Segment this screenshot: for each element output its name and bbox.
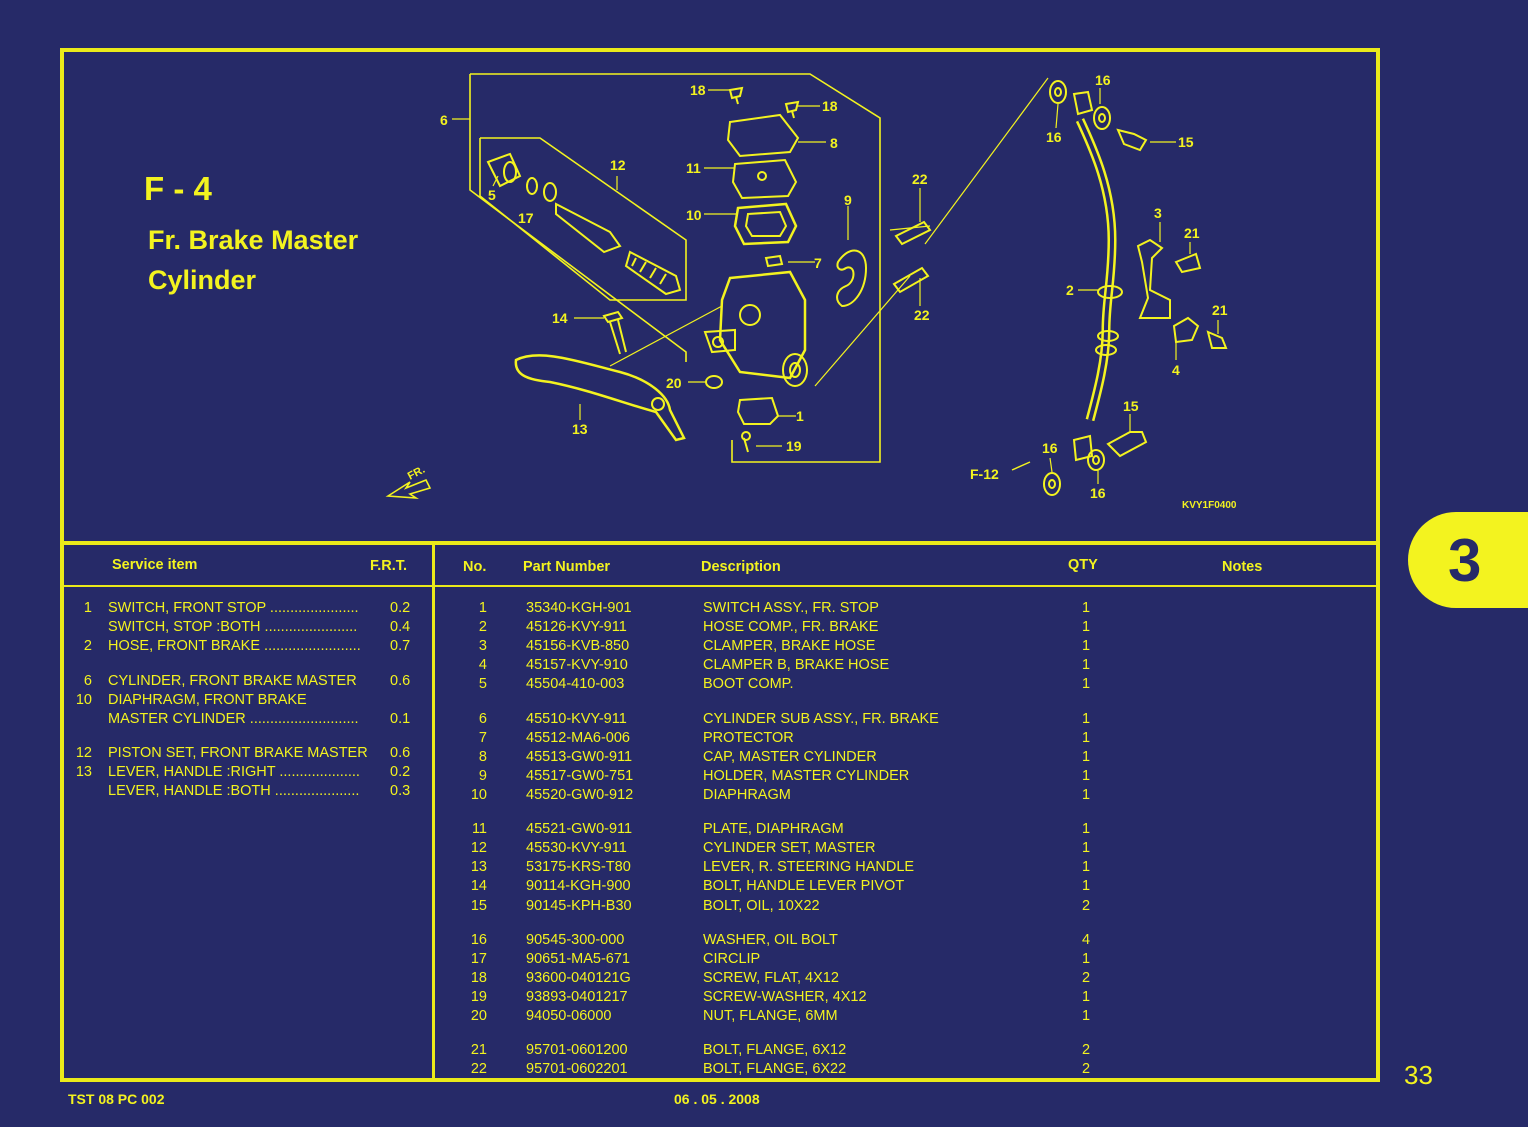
parts-part-number-header: Part Number: [523, 559, 611, 575]
footer-date: 06 . 05 . 2008: [674, 1091, 760, 1107]
callout-2: 2: [1066, 282, 1074, 298]
exploded-parts-diagram: 1 2 3 4 5 6 7 8 9 10 11 12 13 14 15 15 1…: [385, 72, 1237, 511]
callout-15-top: 15: [1178, 134, 1194, 150]
front-direction-label: FR.: [406, 464, 427, 483]
drawing-code: KVY1F0400: [1182, 500, 1237, 511]
callout-16-a: 16: [1095, 72, 1111, 88]
callout-16-d: 16: [1090, 485, 1106, 501]
table-column-divider: [432, 543, 435, 1082]
callout-21-b: 21: [1212, 302, 1228, 318]
callout-18-a: 18: [690, 82, 706, 98]
callout-15-bottom: 15: [1123, 398, 1139, 414]
page-title-line-2: Cylinder: [148, 265, 257, 295]
callout-6: 6: [440, 112, 448, 128]
service-item-header: Service item: [112, 557, 198, 573]
callout-4: 4: [1172, 362, 1180, 378]
callout-17: 17: [518, 210, 534, 226]
parts-no-header: No.: [463, 559, 487, 575]
callout-7: 7: [814, 255, 822, 271]
table-header-divider: [60, 585, 1380, 587]
callout-3: 3: [1154, 205, 1162, 221]
callout-22-a: 22: [912, 171, 928, 187]
page-code: F - 4: [144, 170, 212, 207]
callout-20: 20: [666, 375, 682, 391]
parts-notes-header: Notes: [1222, 559, 1263, 575]
callout-16-c: 16: [1042, 440, 1058, 456]
callout-13: 13: [572, 421, 588, 437]
reference-label: F-12: [970, 466, 999, 482]
callout-1: 1: [796, 408, 804, 424]
parts-qty-header: QTY: [1068, 557, 1098, 573]
callout-5: 5: [488, 187, 496, 203]
callout-9: 9: [844, 192, 852, 208]
callout-16-b: 16: [1046, 129, 1062, 145]
page-title: Fr. Brake Master Cylinder: [148, 220, 358, 300]
parts-description-header: Description: [701, 559, 781, 575]
callout-11: 11: [686, 160, 701, 176]
callout-19: 19: [786, 438, 802, 454]
section-tab-number: 3: [1448, 527, 1482, 594]
page-frame: [60, 48, 1380, 1082]
frt-header: F.R.T.: [370, 558, 408, 574]
section-tab: 3: [1408, 512, 1528, 608]
callout-18-b: 18: [822, 98, 838, 114]
callout-12: 12: [610, 157, 626, 173]
diagram-bottom-divider: [60, 541, 1380, 545]
callout-10: 10: [686, 207, 702, 223]
callout-22-b: 22: [914, 307, 930, 323]
page-title-line-1: Fr. Brake Master: [148, 225, 359, 255]
page-number: 33: [1404, 1060, 1433, 1090]
footer-document-code: TST 08 PC 002: [68, 1091, 165, 1107]
callout-21-a: 21: [1184, 225, 1200, 241]
callout-14: 14: [552, 310, 568, 326]
callout-8: 8: [830, 135, 838, 151]
